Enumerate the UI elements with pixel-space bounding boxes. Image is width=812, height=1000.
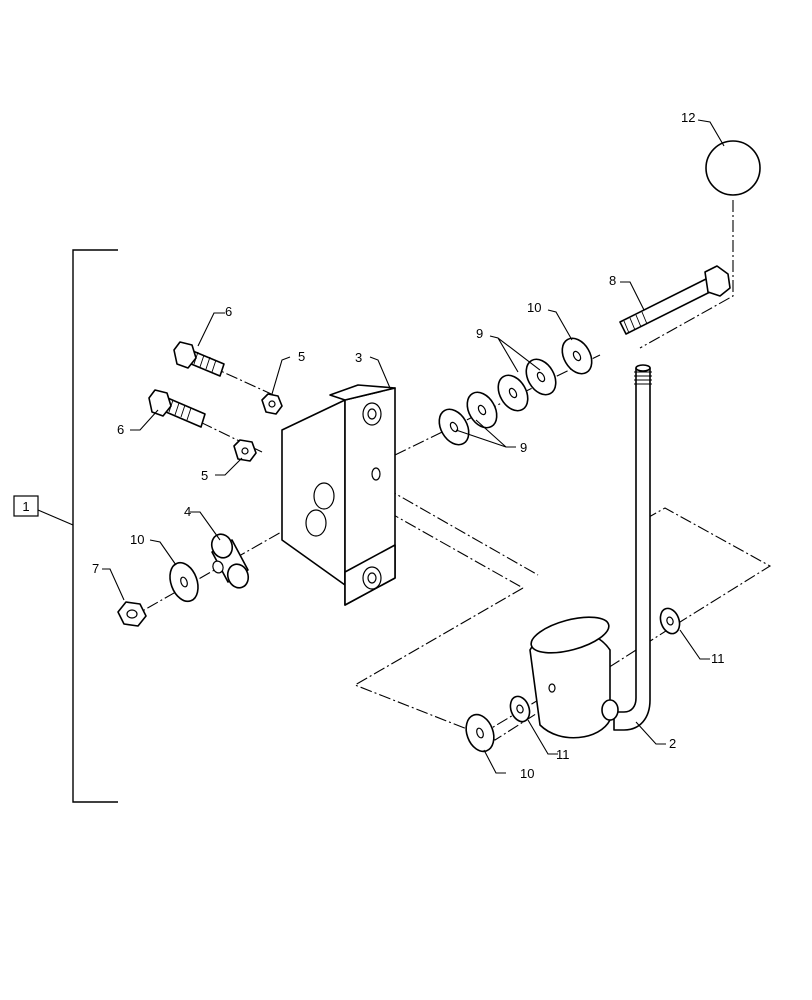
callout-2: 2 [669, 736, 676, 751]
callout-12: 12 [681, 110, 695, 125]
spring-washers [438, 358, 557, 446]
callout-10-lower: 10 [520, 766, 534, 781]
callout-11-lower: 11 [556, 747, 570, 762]
callout-1: 1 [22, 499, 29, 514]
washer-11-lower [509, 695, 531, 723]
bolt-lower [148, 389, 206, 428]
long-bolt-part [619, 265, 731, 335]
washer-upper [561, 337, 593, 375]
callout-8: 8 [609, 273, 616, 288]
leader-1 [37, 509, 74, 526]
callout-10-left: 10 [130, 532, 144, 547]
callout-9-upper: 9 [476, 326, 483, 341]
washer-left [169, 561, 199, 603]
callout-11-right: 11 [711, 651, 725, 666]
callout-7: 7 [92, 561, 99, 576]
bolt-upper [173, 341, 225, 377]
spacer-part [210, 533, 250, 589]
knob-part [705, 140, 761, 196]
washer-lower [465, 713, 495, 753]
callout-5-lower: 5 [201, 468, 208, 483]
washer-11-right [659, 607, 681, 635]
callout-5-upper: 5 [298, 349, 305, 364]
leader-lines [102, 119, 725, 774]
callout-6-upper: 6 [225, 304, 232, 319]
callout-9-lower: 9 [520, 440, 527, 455]
assembly-bracket [72, 249, 118, 803]
callout-10-upper: 10 [527, 300, 541, 315]
callout-4: 4 [184, 504, 191, 519]
nut-7 [117, 601, 147, 627]
nut-lower [233, 439, 257, 462]
mounting-bracket-part [281, 384, 396, 606]
callout-6-lower: 6 [117, 422, 124, 437]
callout-3: 3 [355, 350, 362, 365]
callout-box-1 [13, 495, 39, 517]
lever-weight-part [529, 364, 652, 739]
center-lines [129, 200, 772, 741]
nut-upper [261, 393, 283, 415]
